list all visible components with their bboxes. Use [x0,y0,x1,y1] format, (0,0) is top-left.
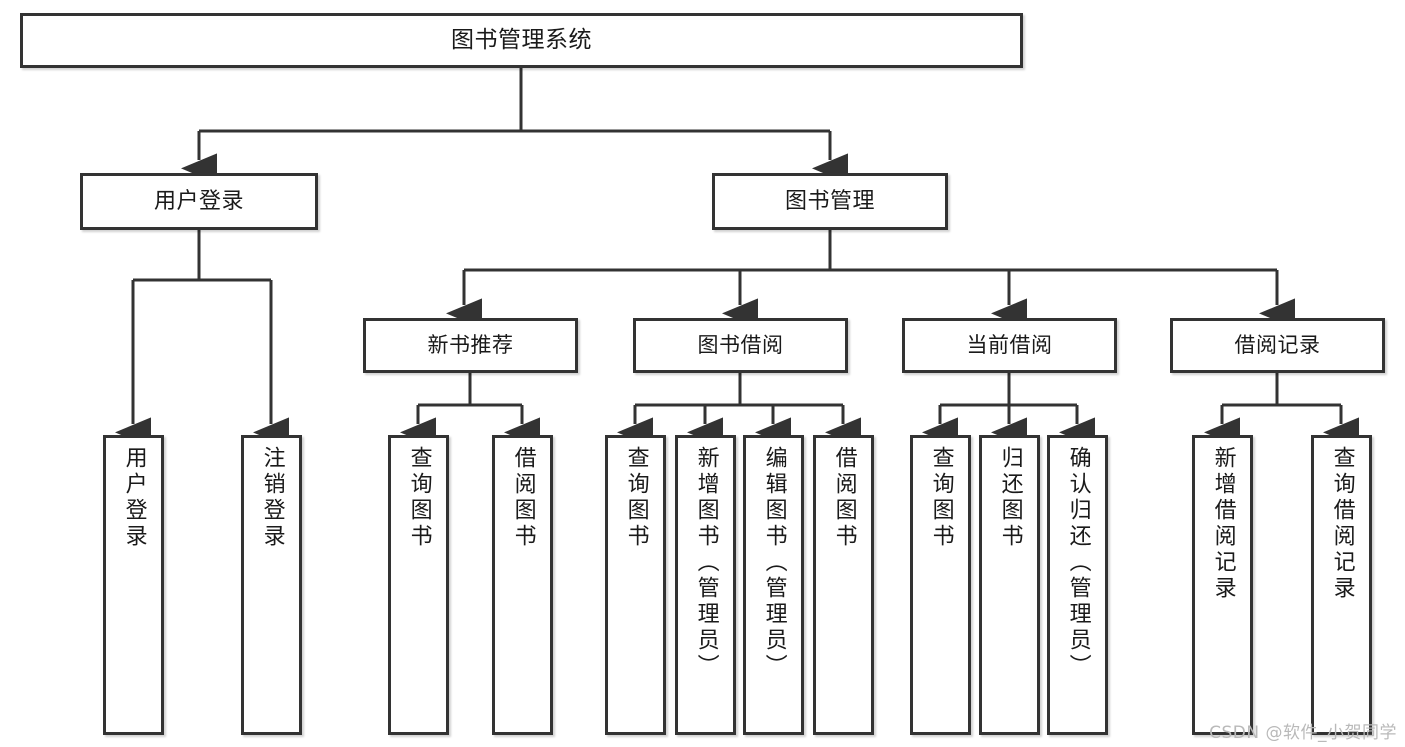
node-label: 用户登录 [121,446,147,550]
node-label: 当前借阅 [966,333,1053,358]
leaf-current-return-book[interactable]: 归还图书 [979,435,1040,735]
node-label: 新增图书（管理员） [693,446,719,680]
node-label: 新增借阅记录 [1210,446,1236,602]
leaf-user-login-login[interactable]: 用户登录 [103,435,164,735]
node-label: 编辑图书（管理员） [761,446,787,680]
node-label: 查询图书 [928,446,954,550]
node-label: 借阅记录 [1234,333,1321,358]
node-label: 归还图书 [997,446,1023,550]
leaf-borrow-borrow-book[interactable]: 借阅图书 [813,435,874,735]
watermark-text: CSDN @软件_小贺同学 [1209,723,1397,743]
node-label: 图书管理系统 [451,27,592,54]
node-label: 确认归还（管理员） [1065,446,1091,680]
node-book-borrow[interactable]: 图书借阅 [633,318,848,373]
leaf-borrow-query-book[interactable]: 查询图书 [605,435,666,735]
node-book-management[interactable]: 图书管理 [712,173,948,230]
leaf-borrow-edit-book-admin[interactable]: 编辑图书（管理员） [743,435,804,735]
node-label: 借阅图书 [510,446,536,550]
node-label: 查询借阅记录 [1329,446,1355,602]
leaf-record-query-record[interactable]: 查询借阅记录 [1311,435,1372,735]
node-label: 用户登录 [153,188,244,214]
node-user-login[interactable]: 用户登录 [80,173,318,230]
leaf-record-add-record[interactable]: 新增借阅记录 [1192,435,1253,735]
node-label: 新书推荐 [427,333,514,358]
node-new-book-recommend[interactable]: 新书推荐 [363,318,578,373]
leaf-new-book-borrow[interactable]: 借阅图书 [492,435,553,735]
node-borrow-record[interactable]: 借阅记录 [1170,318,1385,373]
node-label: 图书借阅 [697,333,784,358]
node-label: 查询图书 [406,446,432,550]
leaf-borrow-add-book-admin[interactable]: 新增图书（管理员） [675,435,736,735]
node-label: 注销登录 [259,446,285,550]
leaf-new-book-query[interactable]: 查询图书 [388,435,449,735]
node-label: 查询图书 [623,446,649,550]
node-label: 图书管理 [784,188,875,214]
node-label: 借阅图书 [831,446,857,550]
node-current-borrow[interactable]: 当前借阅 [902,318,1117,373]
node-root-system[interactable]: 图书管理系统 [20,13,1023,68]
leaf-current-confirm-return-admin[interactable]: 确认归还（管理员） [1047,435,1108,735]
leaf-current-query-book[interactable]: 查询图书 [910,435,971,735]
leaf-user-login-logout[interactable]: 注销登录 [241,435,302,735]
